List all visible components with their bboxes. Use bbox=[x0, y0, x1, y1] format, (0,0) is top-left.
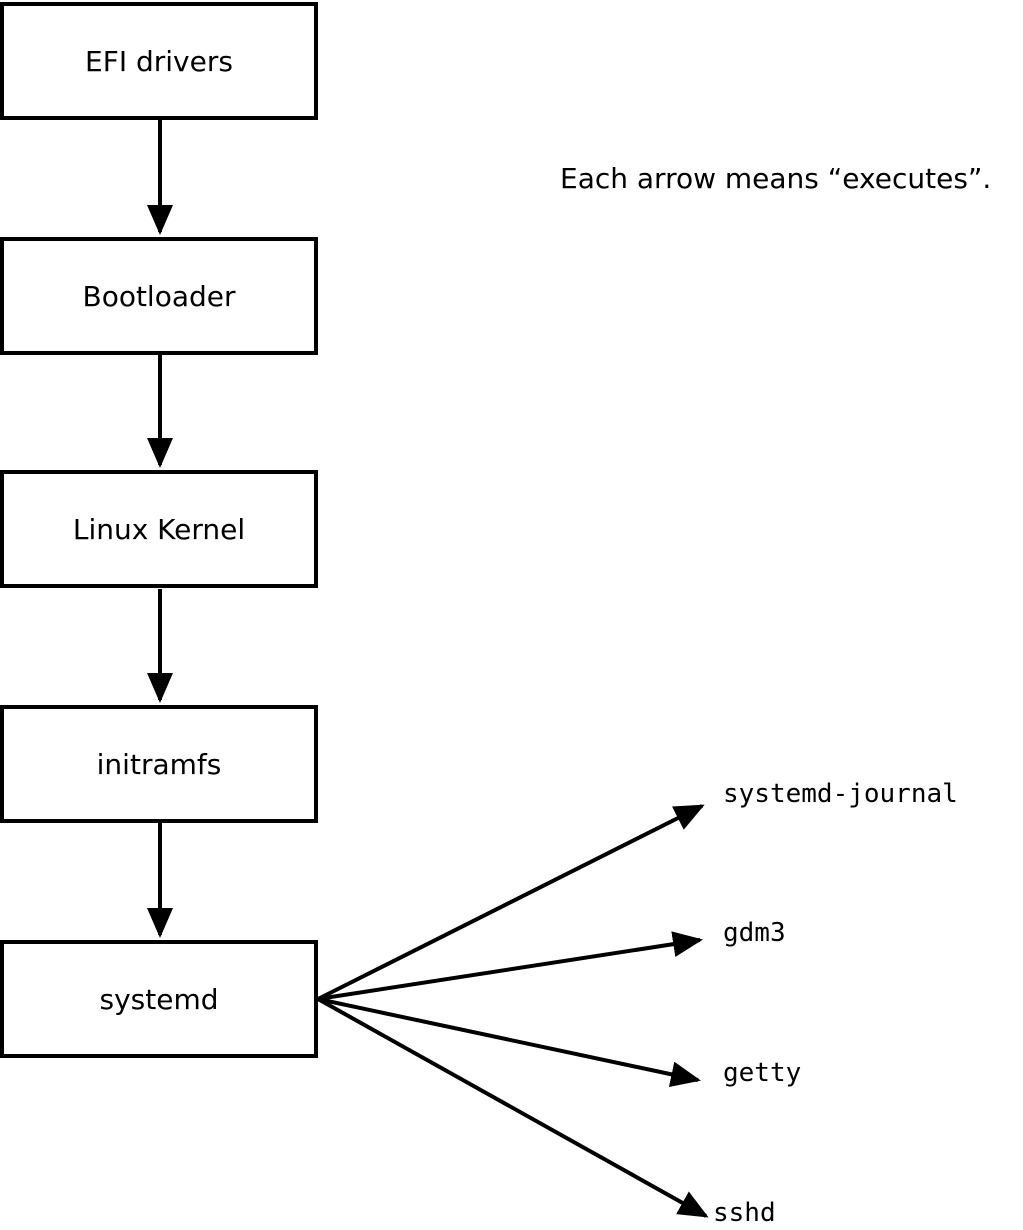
annotation-arrow-meaning: Each arrow means “executes”. bbox=[560, 162, 992, 195]
node-systemd-label: systemd bbox=[99, 982, 219, 1016]
target-sshd: sshd bbox=[713, 1198, 776, 1228]
node-efi-drivers-label: EFI drivers bbox=[85, 44, 233, 78]
node-bootloader: Bootloader bbox=[0, 237, 318, 355]
node-initramfs-label: initramfs bbox=[96, 747, 222, 781]
node-linux-kernel-label: Linux Kernel bbox=[72, 512, 246, 546]
arrow-systemd-to-gdm3 bbox=[317, 931, 703, 1001]
node-linux-kernel: Linux Kernel bbox=[0, 470, 318, 588]
target-getty: getty bbox=[723, 1058, 802, 1088]
arrow-systemd-to-getty bbox=[317, 997, 701, 1088]
target-systemd-journal: systemd-journal bbox=[723, 779, 958, 809]
target-gdm3: gdm3 bbox=[723, 918, 786, 948]
node-bootloader-label: Bootloader bbox=[82, 279, 236, 313]
arrow-systemd-to-journal bbox=[317, 804, 705, 1001]
node-systemd: systemd bbox=[0, 940, 318, 1058]
arrow-systemd-to-sshd bbox=[317, 997, 709, 1218]
node-efi-drivers: EFI drivers bbox=[0, 2, 318, 120]
node-initramfs: initramfs bbox=[0, 705, 318, 823]
